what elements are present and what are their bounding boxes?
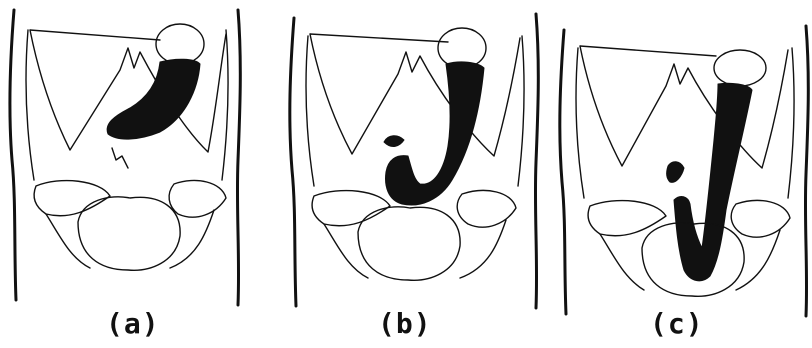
panel-c-duodenal-cap	[667, 162, 684, 183]
panel-c-fundus-bubble	[714, 50, 766, 86]
panel-b-torso-right-edge	[535, 14, 538, 308]
panel-c-pelvis-right	[731, 200, 790, 237]
panel-b-pelvis-left	[312, 191, 390, 226]
panel-c-torso-left-edge	[560, 30, 566, 314]
panel-a-label: (a)	[106, 308, 160, 340]
panel-a-fundus-bubble	[156, 24, 204, 64]
panel-a-pelvic-floor	[46, 210, 214, 268]
panel-c-inner-left-line	[576, 48, 584, 198]
panel-b-pelvic-bowl	[358, 207, 460, 280]
panel-a-pelvic-bowl	[78, 197, 180, 270]
panel-c-label: (c)	[650, 308, 704, 340]
panel-b-inner-right-line	[518, 36, 524, 186]
panel-c-torso-right-edge	[805, 26, 808, 316]
panel-b-ribcage	[310, 34, 520, 156]
panel-c-inner-right-line	[788, 48, 794, 198]
panel-b-torso-left-edge	[290, 18, 296, 306]
panel-a-pelvis-right	[169, 180, 226, 217]
panel-c-stomach-shadow	[674, 83, 752, 281]
panel-a-pylorus-fragment	[112, 148, 128, 168]
panel-b-pelvic-floor	[324, 220, 506, 278]
panel-a-drawing	[10, 10, 240, 305]
panel-a-pelvis-left	[34, 181, 110, 216]
panel-b-pelvis-right	[457, 190, 516, 227]
panel-a-torso-left-edge	[10, 10, 16, 300]
panel-c-drawing	[560, 26, 808, 316]
panel-b-drawing	[290, 14, 538, 308]
panel-a-torso-right-edge	[237, 10, 240, 305]
panel-b-inner-left-line	[306, 36, 314, 186]
panel-c-ribcage	[580, 46, 788, 168]
panel-a-inner-left-line	[26, 30, 34, 180]
panel-b-stomach-shadow	[386, 62, 484, 205]
panel-b-duodenal-cap	[384, 136, 404, 147]
panel-b-label: (b)	[378, 308, 432, 340]
